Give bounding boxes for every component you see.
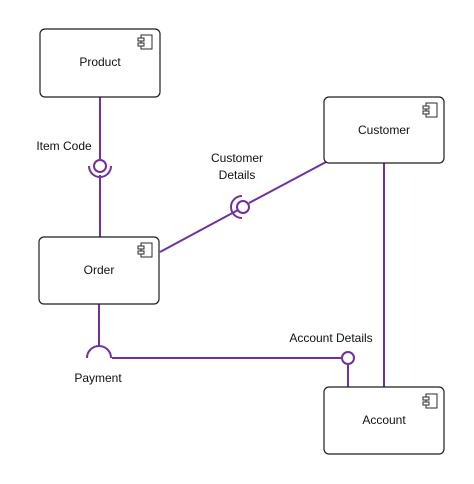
interface-symbols [86,159,355,365]
component-icon [422,393,438,409]
customer-details-ball [236,200,250,214]
connector-customerdetails-customer [248,161,327,204]
item-code-socket [88,165,112,178]
account-details-ball [341,351,355,365]
customer-box[interactable] [323,96,445,164]
customer-details-label-line1: Customer [211,151,263,165]
connector-lines [98,97,385,387]
component-product[interactable]: Product [39,28,161,98]
customer-details-label-line2: Details [219,168,256,182]
account-details-label: Account Details [289,331,372,345]
item-code-ball [93,159,107,173]
component-icon [137,242,153,258]
item-code-label: Item Code [36,139,92,153]
component-icon [422,102,438,118]
product-label: Product [79,55,121,69]
order-label: Order [84,263,115,277]
payment-socket [86,345,112,359]
connector-order-customerdetails [159,209,239,253]
component-account[interactable]: Account [323,386,445,455]
account-box[interactable] [323,386,445,455]
component-icon [137,34,153,50]
component-customer[interactable]: Customer [323,96,445,164]
payment-label: Payment [74,371,122,385]
component-order[interactable]: Order [38,236,160,305]
account-label: Account [362,413,406,427]
customer-details-socket [230,195,243,219]
order-box[interactable] [38,236,160,305]
product-box[interactable] [39,28,161,98]
customer-label: Customer [358,123,410,137]
